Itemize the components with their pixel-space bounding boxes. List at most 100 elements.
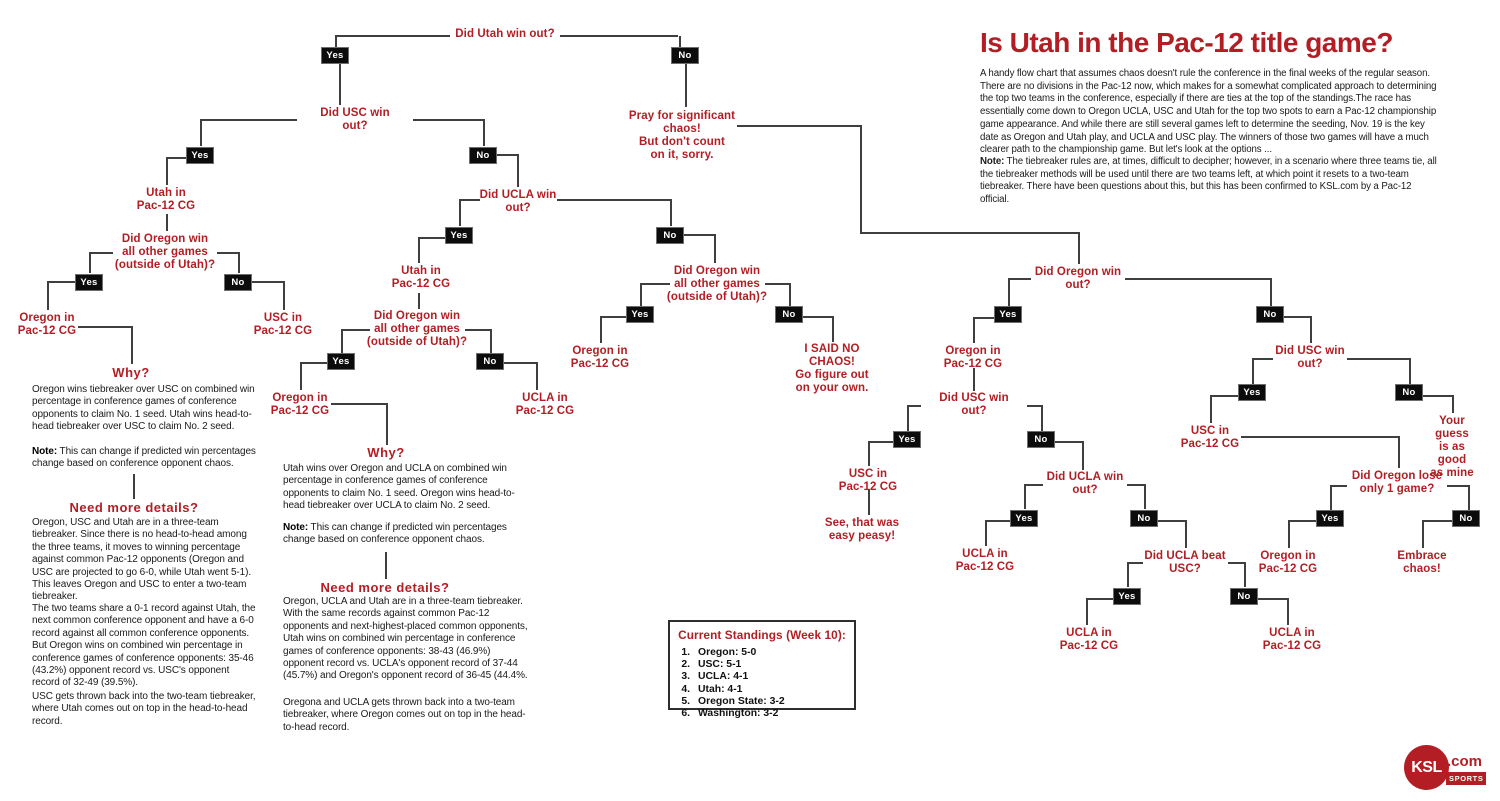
connector-line (860, 232, 1078, 234)
connector-line (89, 252, 91, 273)
a-embrace-chaos: Embrace chaos! (1397, 550, 1447, 575)
connector-line (89, 252, 113, 254)
yes-tag: Yes (445, 227, 473, 244)
standings-rank: 1. (681, 647, 690, 658)
connector-line (868, 489, 870, 515)
connector-line (1144, 484, 1146, 509)
standings-row: 6.Washington: 3-2 (670, 708, 854, 720)
connector-line (973, 317, 994, 319)
current-standings-box: Current Standings (Week 10): 1.Oregon: 5… (668, 620, 856, 719)
connector-line (1270, 278, 1272, 306)
connector-line (339, 64, 341, 105)
ksl-logo-circle: KSL (1404, 745, 1449, 790)
h-need-more-mid: Need more details? (320, 580, 450, 595)
yes-tag: Yes (626, 306, 654, 323)
connector-line (868, 441, 893, 443)
connector-line (131, 326, 133, 364)
a-usc-in-cg-r2: USC in Pac-12 CG (1180, 425, 1240, 450)
connector-line (1027, 405, 1041, 407)
a-ucla-in-cg-mid: UCLA in Pac-12 CG (515, 392, 575, 417)
ksl-sports-logo: KSL .com SPORTS (1404, 743, 1488, 793)
connector-line (868, 441, 870, 466)
a-utah-in-cg-left: Utah in Pac-12 CG (136, 187, 196, 212)
connector-line (47, 281, 75, 283)
connector-line (973, 368, 975, 391)
yes-tag: Yes (186, 147, 214, 164)
standings-rank: 4. (681, 683, 690, 695)
connector-line (490, 329, 492, 353)
connector-line (413, 119, 483, 121)
standings-row: 2. USC: 5-1 (670, 659, 854, 671)
connector-line (465, 329, 490, 331)
ksl-logo-sports-badge: SPORTS (1446, 772, 1487, 785)
p-need-left-2: The two teams share a 0-1 record against… (32, 603, 256, 689)
a-oregon-in-cg-left: Oregon in Pac-12 CG (17, 312, 77, 337)
connector-line (459, 199, 480, 201)
h-why-left: Why? (112, 365, 150, 380)
q-did-usc-win-out-r1: Did USC win out? (939, 392, 1009, 417)
connector-line (1244, 562, 1246, 587)
connector-line (1127, 562, 1143, 564)
yes-tag: Yes (893, 431, 921, 448)
standings-title: Current Standings (Week 10): (678, 628, 846, 642)
a-oregon-in-cg-midright: Oregon in Pac-12 CG (570, 345, 630, 370)
standings-team-record: USC: 5-1 (698, 659, 742, 671)
yes-tag: Yes (1113, 588, 1141, 605)
h-why-mid: Why? (367, 445, 405, 460)
p-need-mid-1: Oregon, UCLA and Utah are in a three-tea… (283, 596, 528, 682)
connector-line (341, 329, 343, 353)
no-tag: No (1395, 384, 1423, 401)
p-note-left: Note: This can change if predicted win p… (32, 446, 256, 470)
q-did-oregon-win-all-right: Did Oregon win all other games (outside … (666, 265, 768, 303)
connector-line (497, 154, 518, 156)
q-did-oregon-win-out: Did Oregon win out? (1034, 266, 1122, 291)
connector-line (1008, 278, 1010, 306)
connector-line (860, 125, 862, 233)
connector-line (1241, 436, 1398, 438)
connector-line (557, 199, 670, 201)
standings-team-record: UCLA: 4-1 (698, 671, 749, 683)
no-tag: No (1230, 588, 1258, 605)
connector-line (1252, 358, 1254, 384)
no-tag: No (476, 353, 504, 370)
connector-line (907, 405, 909, 431)
connector-line (907, 405, 921, 407)
connector-line (789, 283, 791, 306)
connector-line (238, 252, 240, 273)
connector-line (1024, 484, 1043, 486)
connector-line (459, 199, 461, 226)
connector-line (1452, 395, 1454, 413)
note-body: The tiebreaker rules are, at times, diff… (980, 156, 1437, 206)
connector-line (1288, 520, 1290, 548)
connector-line (1210, 395, 1238, 397)
connector-line (640, 283, 670, 285)
standings-team-record: Washington: 3-2 (698, 708, 779, 720)
connector-line (1288, 520, 1316, 522)
connector-line (252, 281, 283, 283)
connector-line (1008, 278, 1031, 280)
connector-line (640, 283, 642, 306)
connector-line (47, 281, 49, 310)
connector-line (1423, 395, 1452, 397)
connector-line (133, 474, 135, 499)
q-did-usc-win-out-r2: Did USC win out? (1275, 345, 1345, 370)
connector-line (300, 362, 327, 364)
standings-rank: 3. (681, 671, 690, 683)
connector-line (1252, 358, 1273, 360)
connector-line (483, 119, 485, 146)
standings-rank: 2. (681, 659, 690, 671)
connector-line (166, 214, 168, 231)
yes-tag: Yes (75, 274, 103, 291)
connector-line (78, 326, 132, 328)
connector-line (200, 119, 202, 146)
a-i-said-no-chaos: I SAID NO CHAOS! Go figure out on your o… (795, 343, 869, 394)
connector-line (1228, 562, 1244, 564)
a-your-guess: Your guess is as good as mine (1430, 415, 1474, 479)
a-ucla-in-cg-r2: UCLA in Pac-12 CG (1059, 627, 1119, 652)
connector-line (517, 154, 519, 187)
a-oregon-in-cg-mid: Oregon in Pac-12 CG (270, 392, 330, 417)
connector-line (536, 362, 538, 390)
q-did-ucla-win-out-right: Did UCLA win out? (1046, 471, 1124, 496)
connector-line (679, 36, 681, 47)
